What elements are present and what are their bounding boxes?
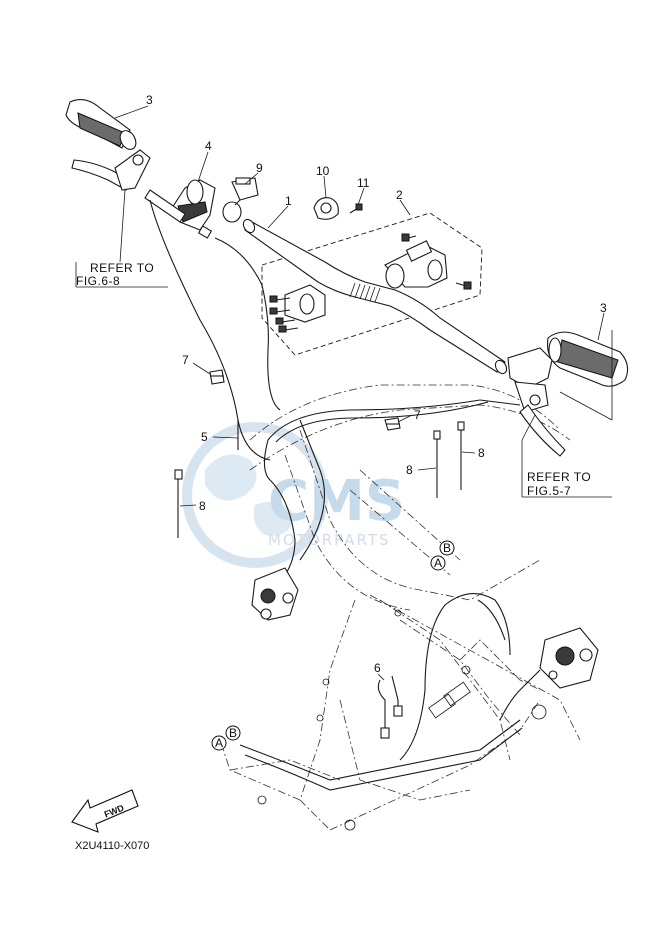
refer-left: REFER TO FIG.6-8 xyxy=(76,261,154,288)
callout-3-left: 3 xyxy=(146,93,153,107)
cable-tie-8b xyxy=(457,421,465,490)
svg-text:A: A xyxy=(434,556,442,570)
svg-text:B: B xyxy=(229,726,237,740)
svg-text:A: A xyxy=(215,736,223,750)
callouts: 3 4 9 10 11 1 2 3 7 7 5 8 8 8 6 xyxy=(146,93,607,675)
marker-a-lower: A xyxy=(211,735,227,751)
assembly-2-box xyxy=(261,212,483,356)
callout-10: 10 xyxy=(316,164,330,178)
callout-7-right: 7 xyxy=(414,408,421,422)
marker-b-lower: B xyxy=(225,725,241,741)
cable-clamp-7a xyxy=(209,369,225,385)
handlebar-clamp xyxy=(269,233,472,333)
callout-11: 11 xyxy=(357,176,370,190)
refer-right-line2: FIG.5-7 xyxy=(527,484,571,498)
callout-3-right: 3 xyxy=(600,301,607,315)
callout-8-a: 8 xyxy=(406,463,413,477)
cables xyxy=(149,199,541,791)
cable-tie-8a xyxy=(433,430,441,498)
refer-left-line2: FIG.6-8 xyxy=(76,274,120,288)
left-lever xyxy=(71,149,151,191)
left-grip xyxy=(65,99,137,150)
holder-10 xyxy=(313,197,339,220)
diagram-code: X2U4110-X070 xyxy=(75,840,149,852)
callout-8-c: 8 xyxy=(199,499,206,513)
callout-9: 9 xyxy=(256,161,263,175)
refer-right-line1: REFER TO xyxy=(527,470,591,484)
marker-a-upper: A xyxy=(430,555,446,571)
sensor-6 xyxy=(377,675,403,739)
svg-text:B: B xyxy=(443,541,451,555)
refer-left-line1: REFER TO xyxy=(90,261,154,275)
handlebar xyxy=(242,218,508,375)
rear-caliper xyxy=(539,627,599,689)
callout-4: 4 xyxy=(205,139,212,153)
switch xyxy=(222,177,259,223)
right-grip xyxy=(546,331,629,387)
right-lever xyxy=(479,347,566,457)
marker-b-upper: B xyxy=(439,540,455,556)
clamp-bolts xyxy=(269,233,472,333)
screw-11 xyxy=(349,203,363,214)
callout-6: 6 xyxy=(374,661,381,675)
callout-7-left: 7 xyxy=(182,353,189,367)
watermark: CMS MOTORPARTS xyxy=(182,422,405,568)
callout-2: 2 xyxy=(396,188,403,202)
front-caliper xyxy=(251,567,299,621)
cable-tie-8c xyxy=(174,469,183,538)
throttle-housing xyxy=(144,179,216,239)
callout-8-b: 8 xyxy=(478,446,485,460)
callout-1: 1 xyxy=(285,194,292,208)
refer-right: REFER TO FIG.5-7 xyxy=(527,470,591,498)
callout-5: 5 xyxy=(201,430,208,444)
leader-lines xyxy=(75,105,613,681)
watermark-logo: CMS xyxy=(268,469,405,534)
fwd-arrow-icon: FWD xyxy=(71,789,139,833)
watermark-sub: MOTORPARTS xyxy=(268,531,391,549)
cable-clamp-7b xyxy=(384,417,401,431)
